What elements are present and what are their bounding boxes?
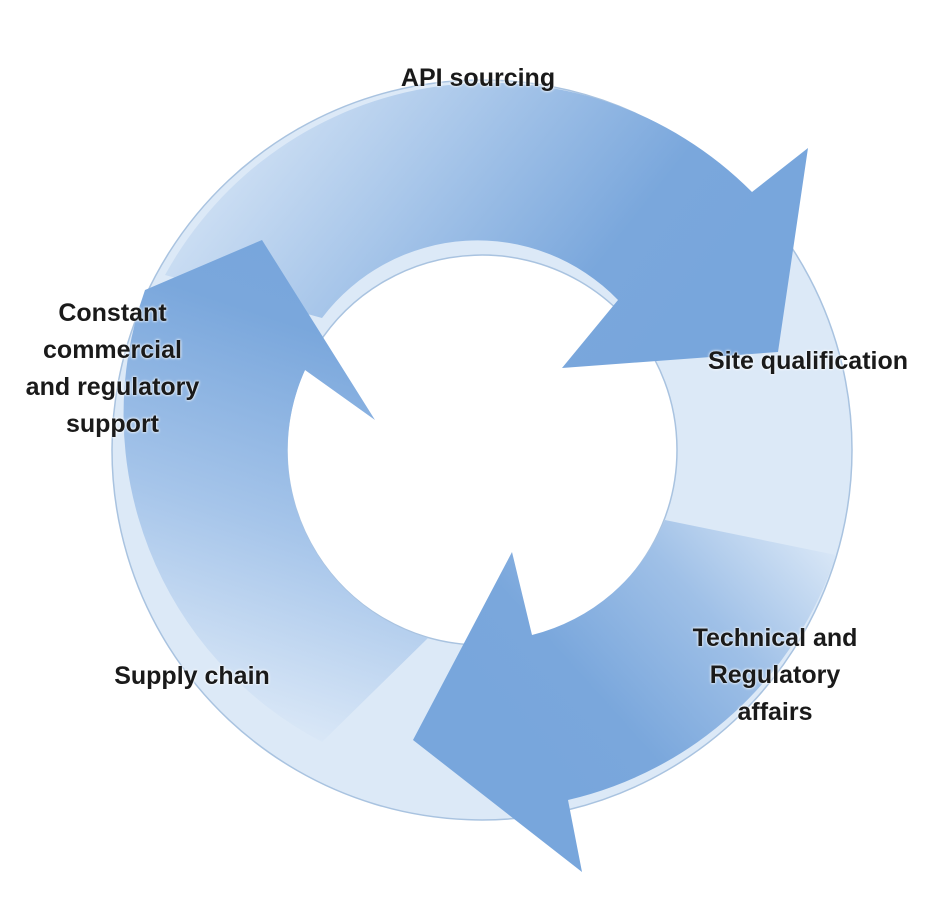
- arrow-left: [123, 240, 428, 742]
- arrow-bottom-right: [413, 520, 836, 872]
- label-commercial-regulatory-support: Constant commercial and regulatory suppo…: [25, 299, 200, 438]
- arrow-top: [165, 82, 808, 368]
- label-supply-chain: Supply chain: [114, 662, 270, 690]
- label-api-sourcing: API sourcing: [400, 64, 556, 92]
- label-site-qualification: Site qualification: [708, 347, 909, 375]
- label-technical-regulatory-affairs: Technical and Regulatory affairs: [692, 624, 858, 726]
